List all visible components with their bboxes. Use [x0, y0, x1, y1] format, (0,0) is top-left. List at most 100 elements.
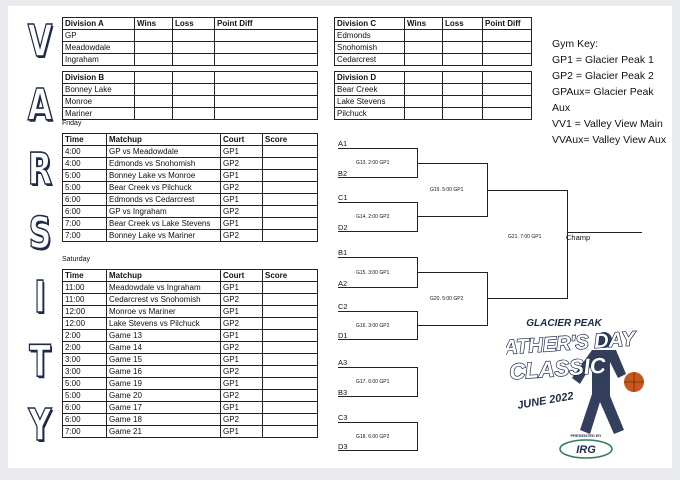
score-cell	[262, 169, 318, 182]
court-cell: GP1	[220, 377, 263, 390]
table-row: Pilchuck	[334, 107, 532, 120]
score-cell	[262, 341, 318, 354]
time-cell: 11:00	[62, 293, 107, 306]
varsity-letter: I	[34, 271, 47, 324]
champ-label: Champ	[566, 233, 591, 242]
court-cell: GP1	[220, 193, 263, 206]
team-name: Mariner	[62, 107, 135, 120]
court-cell: GP2	[220, 293, 263, 306]
tournament-sheet: V A R S I T Y Division A Wins Loss Point…	[8, 6, 672, 468]
score-cell	[262, 413, 318, 426]
court-cell: GP2	[220, 157, 263, 170]
matchup-cell: Game 16	[106, 365, 221, 378]
varsity-letter: R	[27, 143, 53, 196]
table-row: Meadowdale	[62, 41, 318, 54]
seed-label: D3	[338, 442, 348, 451]
court-cell: GP1	[220, 353, 263, 366]
team-name: Lake Stevens	[334, 95, 405, 108]
time-cell: 3:00	[62, 365, 107, 378]
time-cell: 6:00	[62, 205, 107, 218]
team-name: Bear Creek	[334, 83, 405, 96]
time-cell: 11:00	[62, 281, 107, 294]
champ-line	[568, 232, 642, 233]
matchup-cell: GP vs Meadowdale	[106, 145, 221, 158]
varsity-letter: A	[27, 79, 53, 132]
seed-label: A1	[338, 139, 348, 148]
varsity-letter: S	[28, 207, 52, 260]
team-name: GP	[62, 29, 135, 42]
bracket-game-16	[338, 311, 418, 340]
division-d-table: Division D Bear Creek Lake Stevens Pilch…	[334, 71, 532, 120]
bracket-game-13	[338, 148, 418, 178]
fathers-day-classic-logo: GLACIER PEAK FATHER'S DAY CLASSIC JUNE 2…	[491, 304, 666, 464]
table-row: Cedarcrest	[334, 53, 532, 66]
gym-key-item: VVAux= Valley View Aux	[552, 134, 667, 146]
matchup-cell: Game 17	[106, 401, 221, 414]
court-cell: GP2	[220, 229, 263, 242]
seed-label: D1	[338, 331, 348, 340]
game-label: G13. 2:00 GP1	[356, 160, 390, 166]
varsity-letter: V	[27, 15, 53, 68]
score-cell	[262, 157, 318, 170]
table-row: Lake Stevens	[334, 95, 532, 108]
matchup-cell: Game 18	[106, 413, 221, 426]
score-cell	[262, 229, 318, 242]
score-cell	[262, 205, 318, 218]
game-label: G14. 2:00 GP2	[356, 214, 390, 220]
varsity-banner: V A R S I T Y	[22, 14, 58, 466]
time-cell: 7:00	[62, 217, 107, 230]
score-cell	[262, 217, 318, 230]
team-name: Meadowdale	[62, 41, 135, 54]
score-header: Score	[262, 269, 318, 282]
time-cell: 6:00	[62, 413, 107, 426]
matchup-cell: Game 14	[106, 341, 221, 354]
court-header: Court	[220, 269, 263, 282]
score-cell	[262, 293, 318, 306]
table-row: Snohomish	[334, 41, 532, 54]
bracket-game-15	[338, 257, 418, 288]
bracket-game-19	[418, 163, 488, 217]
gym-key: Gym Key: GP1 = Glacier Peak 1 GP2 = Glac…	[552, 36, 672, 148]
logo-line2-text: CLASSIC	[508, 353, 607, 385]
score-cell	[262, 365, 318, 378]
matchup-cell: Meadowdale vs Ingraham	[106, 281, 221, 294]
division-a-header: Division A	[62, 17, 135, 30]
division-b-table: Division B Bonney Lake Monroe Mariner	[62, 71, 318, 120]
score-cell	[262, 329, 318, 342]
sponsor-logo-text: IRG	[576, 444, 596, 456]
matchup-cell: Game 20	[106, 389, 221, 402]
court-cell: GP1	[220, 281, 263, 294]
bracket-game-21	[488, 190, 568, 299]
seed-label: B3	[338, 388, 348, 397]
time-cell: 2:00	[62, 329, 107, 342]
friday-label: Friday	[62, 120, 82, 127]
time-cell: 6:00	[62, 401, 107, 414]
seed-label: A2	[338, 279, 348, 288]
game-label: G19. 5:00 GP1	[430, 187, 464, 193]
court-cell: GP1	[220, 401, 263, 414]
matchup-cell: Edmonds vs Snohomish	[106, 157, 221, 170]
time-cell: 7:00	[62, 229, 107, 242]
bracket-game-14	[338, 202, 418, 232]
court-header: Court	[220, 133, 263, 146]
court-cell: GP1	[220, 217, 263, 230]
matchup-cell: Bonney Lake vs Monroe	[106, 169, 221, 182]
matchup-cell: Game 15	[106, 353, 221, 366]
matchup-cell: Monroe vs Mariner	[106, 305, 221, 318]
game-label: G17. 6:00 GP1	[356, 379, 390, 385]
